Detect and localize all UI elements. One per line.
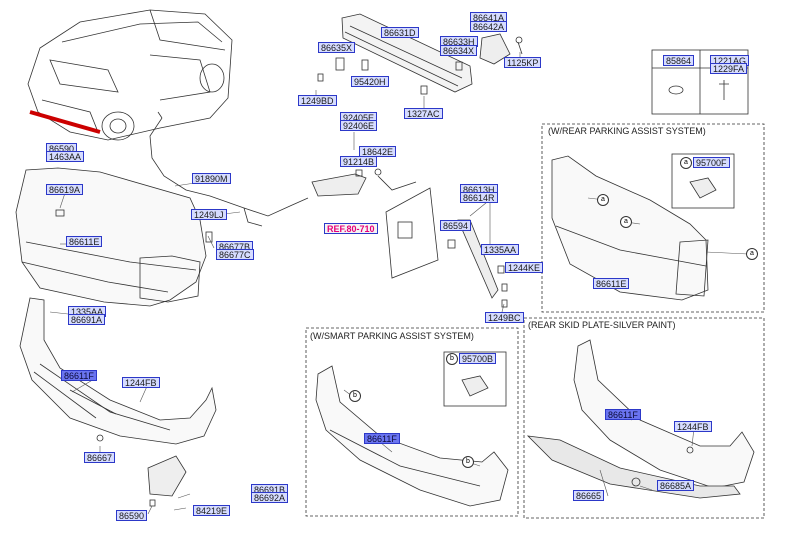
part-label-86594[interactable]: 86594 — [440, 220, 472, 231]
part-label-91890M[interactable]: 91890M — [192, 173, 231, 184]
callout-a-header: a — [680, 157, 692, 169]
part-label-86642A[interactable]: 86642A — [470, 21, 508, 32]
callout-b-2: b — [462, 456, 474, 468]
part-label-1335AA-center[interactable]: 1335AA — [481, 244, 520, 255]
part-label-1249LJ[interactable]: 1249LJ — [191, 209, 227, 220]
part-label-86677C[interactable]: 86677C — [216, 249, 254, 260]
callout-a-3: a — [746, 248, 758, 260]
caption-rear-skid-plate: (REAR SKID PLATE-SILVER PAINT) — [528, 320, 676, 330]
part-label-86590-bottom[interactable]: 86590 — [116, 510, 148, 521]
part-label-85864[interactable]: 85864 — [663, 55, 695, 66]
part-label-86611E-parking[interactable]: 86611E — [593, 278, 630, 289]
part-label-18642E[interactable]: 18642E — [359, 146, 397, 157]
part-label-92406E[interactable]: 92406E — [340, 120, 378, 131]
part-label-86611F-smart[interactable]: 86611F — [364, 433, 400, 444]
part-label-1244FB-skid[interactable]: 1244FB — [674, 421, 712, 432]
reference-link-80-710[interactable]: REF.80-710 — [324, 223, 378, 234]
part-label-95700B[interactable]: 95700B — [459, 353, 497, 364]
part-label-86685A[interactable]: 86685A — [657, 480, 695, 491]
part-label-86667[interactable]: 86667 — [84, 452, 116, 463]
wiring-harness — [149, 111, 309, 227]
caption-rear-parking-assist: (W/REAR PARKING ASSIST SYSTEM) — [548, 126, 706, 136]
bracket-assembly — [455, 33, 523, 71]
part-label-1125KP[interactable]: 1125KP — [504, 57, 542, 68]
part-label-86692A[interactable]: 86692A — [251, 492, 289, 503]
caption-smart-parking-assist: (W/SMART PARKING ASSIST SYSTEM) — [310, 331, 474, 341]
rear-parking-frame — [541, 123, 765, 313]
part-label-1244FB-left[interactable]: 1244FB — [122, 377, 160, 388]
fastener-table — [651, 49, 749, 115]
part-label-1249BD[interactable]: 1249BD — [298, 95, 337, 106]
part-label-86611E-main[interactable]: 86611E — [66, 236, 103, 247]
part-label-86635X[interactable]: 86635X — [318, 42, 356, 53]
part-label-86634X[interactable]: 86634X — [440, 45, 478, 56]
bumper-beam — [317, 13, 473, 95]
skid-plate-frame — [523, 317, 765, 519]
callout-b-1: b — [349, 390, 361, 402]
callout-a-2: a — [620, 216, 632, 228]
sensor-box-a — [671, 153, 735, 209]
part-label-95700F[interactable]: 95700F — [693, 157, 730, 168]
part-label-86614R[interactable]: 86614R — [460, 192, 498, 203]
part-label-1463AA[interactable]: 1463AA — [46, 151, 85, 162]
tailgate-section — [377, 175, 439, 279]
bumper-skid-plate — [526, 339, 755, 499]
side-bracket — [447, 219, 508, 308]
part-label-86619A[interactable]: 86619A — [46, 184, 84, 195]
rear-bumper-cover-left — [15, 167, 213, 307]
vehicle-illustration — [27, 9, 233, 141]
part-label-86611F-main[interactable]: 86611F — [61, 370, 97, 381]
part-label-86611F-skid[interactable]: 86611F — [605, 409, 641, 420]
bumper-highlight — [29, 110, 101, 134]
smart-parking-frame — [305, 327, 519, 517]
part-label-95420H[interactable]: 95420H — [351, 76, 389, 87]
part-label-1327AC[interactable]: 1327AC — [404, 108, 443, 119]
part-label-1249BC[interactable]: 1249BC — [485, 312, 524, 323]
bumper-smart-parking — [315, 365, 509, 507]
sensor-box-b — [443, 351, 507, 407]
part-label-86665[interactable]: 86665 — [573, 490, 605, 501]
part-label-1229FA[interactable]: 1229FA — [710, 63, 748, 74]
bumper-rear-parking — [551, 155, 709, 301]
callout-b-header: b — [446, 353, 458, 365]
part-label-86631D[interactable]: 86631D — [381, 27, 419, 38]
reflector-lamp — [311, 168, 382, 197]
part-label-91214B[interactable]: 91214B — [340, 156, 378, 167]
callout-a-1: a — [597, 194, 609, 206]
part-label-1244KE[interactable]: 1244KE — [505, 262, 544, 273]
rear-bumper-lower-left — [19, 297, 217, 507]
part-label-86691A[interactable]: 86691A — [68, 314, 106, 325]
part-label-84219E[interactable]: 84219E — [193, 505, 231, 516]
